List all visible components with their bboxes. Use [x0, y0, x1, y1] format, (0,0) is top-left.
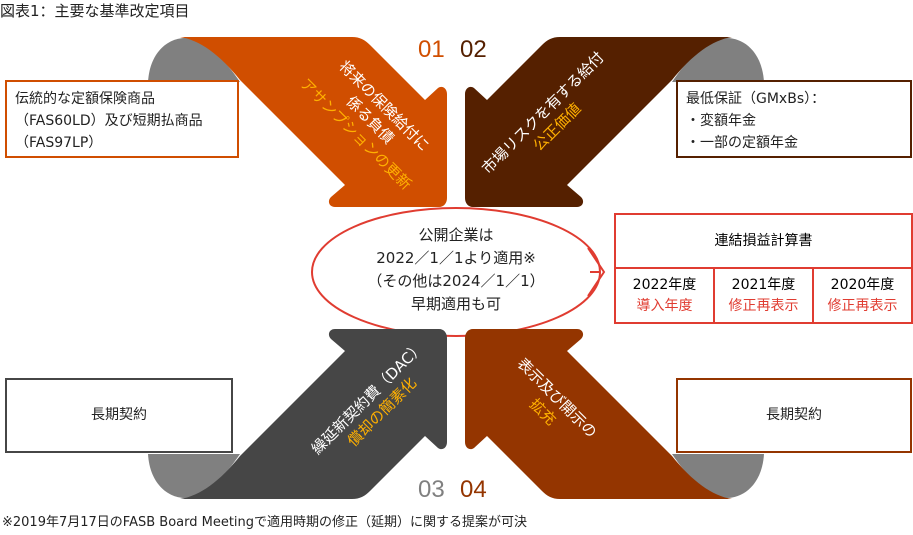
scope-line: （FAS97LP）	[15, 135, 103, 151]
scope-line: 長期契約	[91, 407, 147, 423]
item-number-04: 04	[460, 476, 487, 503]
arrow-03	[180, 329, 447, 499]
year-label: 修正再表示	[827, 298, 898, 314]
table-header: 連結損益計算書	[616, 215, 911, 269]
hump-03	[148, 454, 240, 498]
scope-line: 長期契約	[766, 407, 822, 423]
effective-date-text: 公開企業は 2022／1／1より適用※ （その他は2024／1／1） 早期適用も…	[310, 206, 602, 338]
item-number-03: 03	[418, 476, 445, 503]
table-cell: 2022年度導入年度	[616, 269, 715, 324]
income-statement-table: 連結損益計算書 2022年度導入年度 2021年度修正再表示 2020年度修正再…	[614, 213, 913, 324]
scope-line: 最低保証（GMxBs）：	[686, 91, 826, 107]
arrow-04	[465, 329, 732, 499]
table-row: 2022年度導入年度 2021年度修正再表示 2020年度修正再表示	[616, 269, 911, 324]
figure-title: 図表1：主要な基準改定項目	[0, 2, 190, 20]
scope-box-04: 長期契約	[676, 378, 912, 453]
table-cell: 2021年度修正再表示	[715, 269, 814, 324]
item-number-02: 02	[460, 36, 487, 63]
scope-line: 伝統的な定額保険商品	[15, 91, 155, 107]
item-number-01: 01	[418, 36, 445, 63]
arrow-01	[180, 37, 447, 207]
hump-01	[148, 38, 240, 82]
scope-box-01: 伝統的な定額保険商品 （FAS60LD）及び短期払商品 （FAS97LP）	[5, 80, 239, 158]
table-cell: 2020年度修正再表示	[814, 269, 911, 324]
year: 2020年度	[830, 277, 895, 293]
chevron-right-icon	[587, 247, 606, 297]
center-line: 2022／1／1より適用※	[376, 249, 536, 267]
year-label: 修正再表示	[728, 298, 799, 314]
arrow-02	[465, 37, 732, 207]
hump-02	[672, 38, 764, 82]
hump-04	[672, 454, 764, 498]
year: 2022年度	[632, 277, 697, 293]
scope-box-03: 長期契約	[5, 378, 233, 453]
year: 2021年度	[731, 277, 796, 293]
center-line: 早期適用も可	[410, 295, 501, 313]
scope-box-02: 最低保証（GMxBs）： ・変額年金 ・一部の定額年金	[676, 80, 912, 158]
scope-line: （FAS60LD）及び短期払商品	[15, 113, 203, 129]
scope-line: ・一部の定額年金	[686, 135, 798, 151]
year-label: 導入年度	[636, 298, 693, 314]
center-line: （その他は2024／1／1）	[367, 272, 545, 290]
scope-line: ・変額年金	[686, 113, 756, 129]
footnote: ※2019年7月17日のFASB Board Meetingで適用時期の修正（延…	[2, 515, 528, 530]
center-line: 公開企業は	[418, 226, 494, 244]
